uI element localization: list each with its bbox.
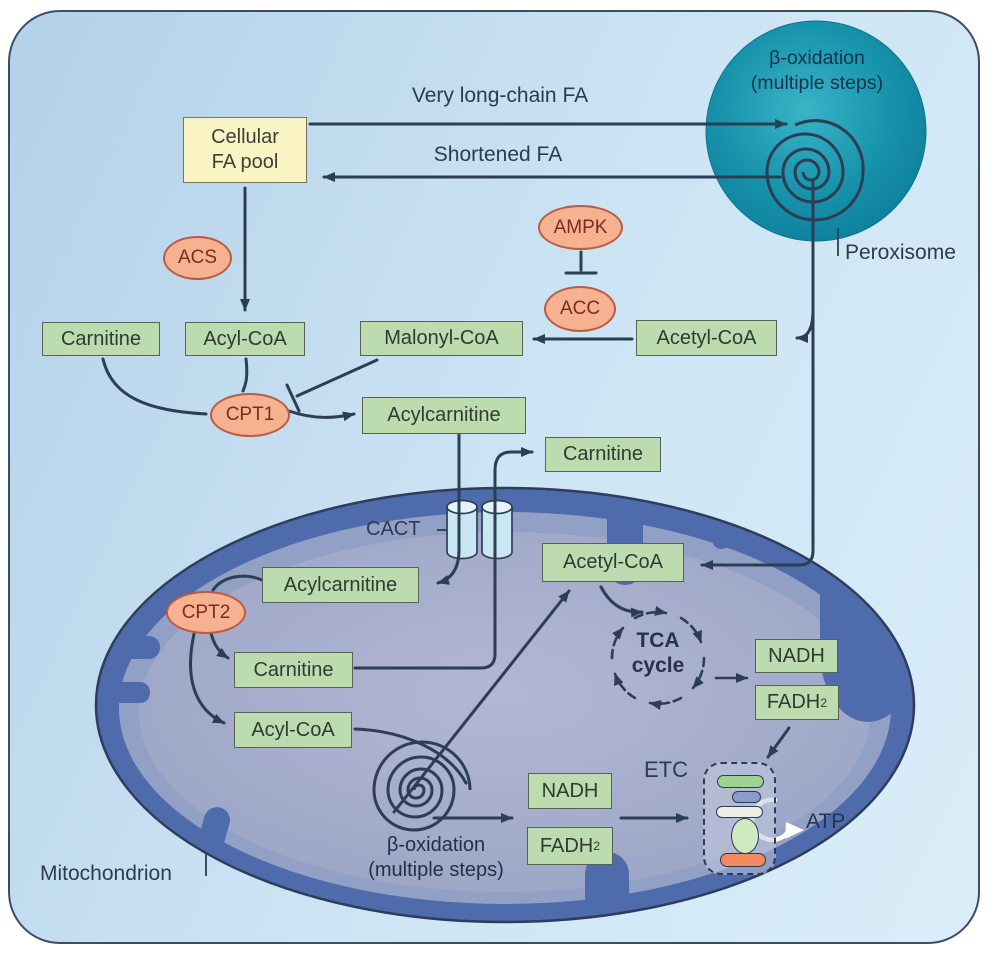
acyl-coa-cyto-box: Acyl-CoA [185,322,305,356]
carnitine-cyto-box: Carnitine [42,322,160,356]
acyl-coa-mito-box: Acyl-CoA [234,712,352,748]
etc-label: ETC [644,757,688,782]
acetyl-coa-cyto-box: Acetyl-CoA [636,320,777,356]
acetyl-coa-mito-box: Acetyl-CoA [542,543,684,582]
mito-betaox-label: β-oxidation (multiple steps) [338,833,534,883]
fadh2-tca-sub: 2 [820,695,828,710]
peroxisome-betaox-line1: β-oxidation [769,47,865,69]
etc-complex-atp-synthase [731,818,759,854]
nadh-tca-box: NADH [755,639,838,673]
etc-complex-blue-pill [732,791,761,803]
tca-line2: cycle [631,654,685,678]
cpt2-enzyme: CPT2 [166,591,246,634]
cpt1-enzyme: CPT1 [210,393,290,437]
acs-enzyme: ACS [163,236,232,280]
acc-enzyme: ACC [544,286,616,332]
fadh2-ox-base: FADH [539,834,594,857]
mitochondrion-label: Mitochondrion [40,862,172,885]
fadh2-ox-sub: 2 [593,839,601,853]
carnitine-mito-box: Carnitine [234,652,353,688]
peroxisome-label: Peroxisome [845,241,956,264]
acylcarnitine-mito-box: Acylcarnitine [262,567,419,603]
nadh-ox-box: NADH [528,773,612,809]
mito-betaox-line2: (multiple steps) [368,859,504,881]
cellular-fa-pool-line1: Cellular [211,126,279,148]
shortened-fa-label: Shortened FA [433,143,563,166]
peroxisome-betaox-label: β-oxidation (multiple steps) [718,46,916,97]
carnitine-out-box: Carnitine [545,437,661,472]
tca-cycle-label: TCA cycle [610,628,706,678]
peroxisome-betaox-line2: (multiple steps) [750,72,884,95]
malonyl-coa-box: Malonyl-CoA [360,321,523,356]
cact-label: CACT [366,518,421,540]
atp-label: ATP [806,810,846,833]
etc-complex-green-pill [717,775,764,788]
mito-betaox-line1: β-oxidation [386,834,486,856]
very-long-chain-fa-label: Very long-chain FA [411,84,589,107]
etc-complex-orange-pill [720,853,766,867]
etc-complex-white-pill [716,806,763,818]
acylcarnitine-cyto-box: Acylcarnitine [362,397,526,434]
etc-complex [703,762,776,875]
cellular-fa-pool-line2: FA pool [211,151,279,173]
fadh2-tca-base: FADH [766,691,821,713]
tca-line1: TCA [636,629,680,652]
ampk-enzyme: AMPK [538,205,623,250]
cellular-fa-pool-box: Cellular FA pool [183,117,307,183]
